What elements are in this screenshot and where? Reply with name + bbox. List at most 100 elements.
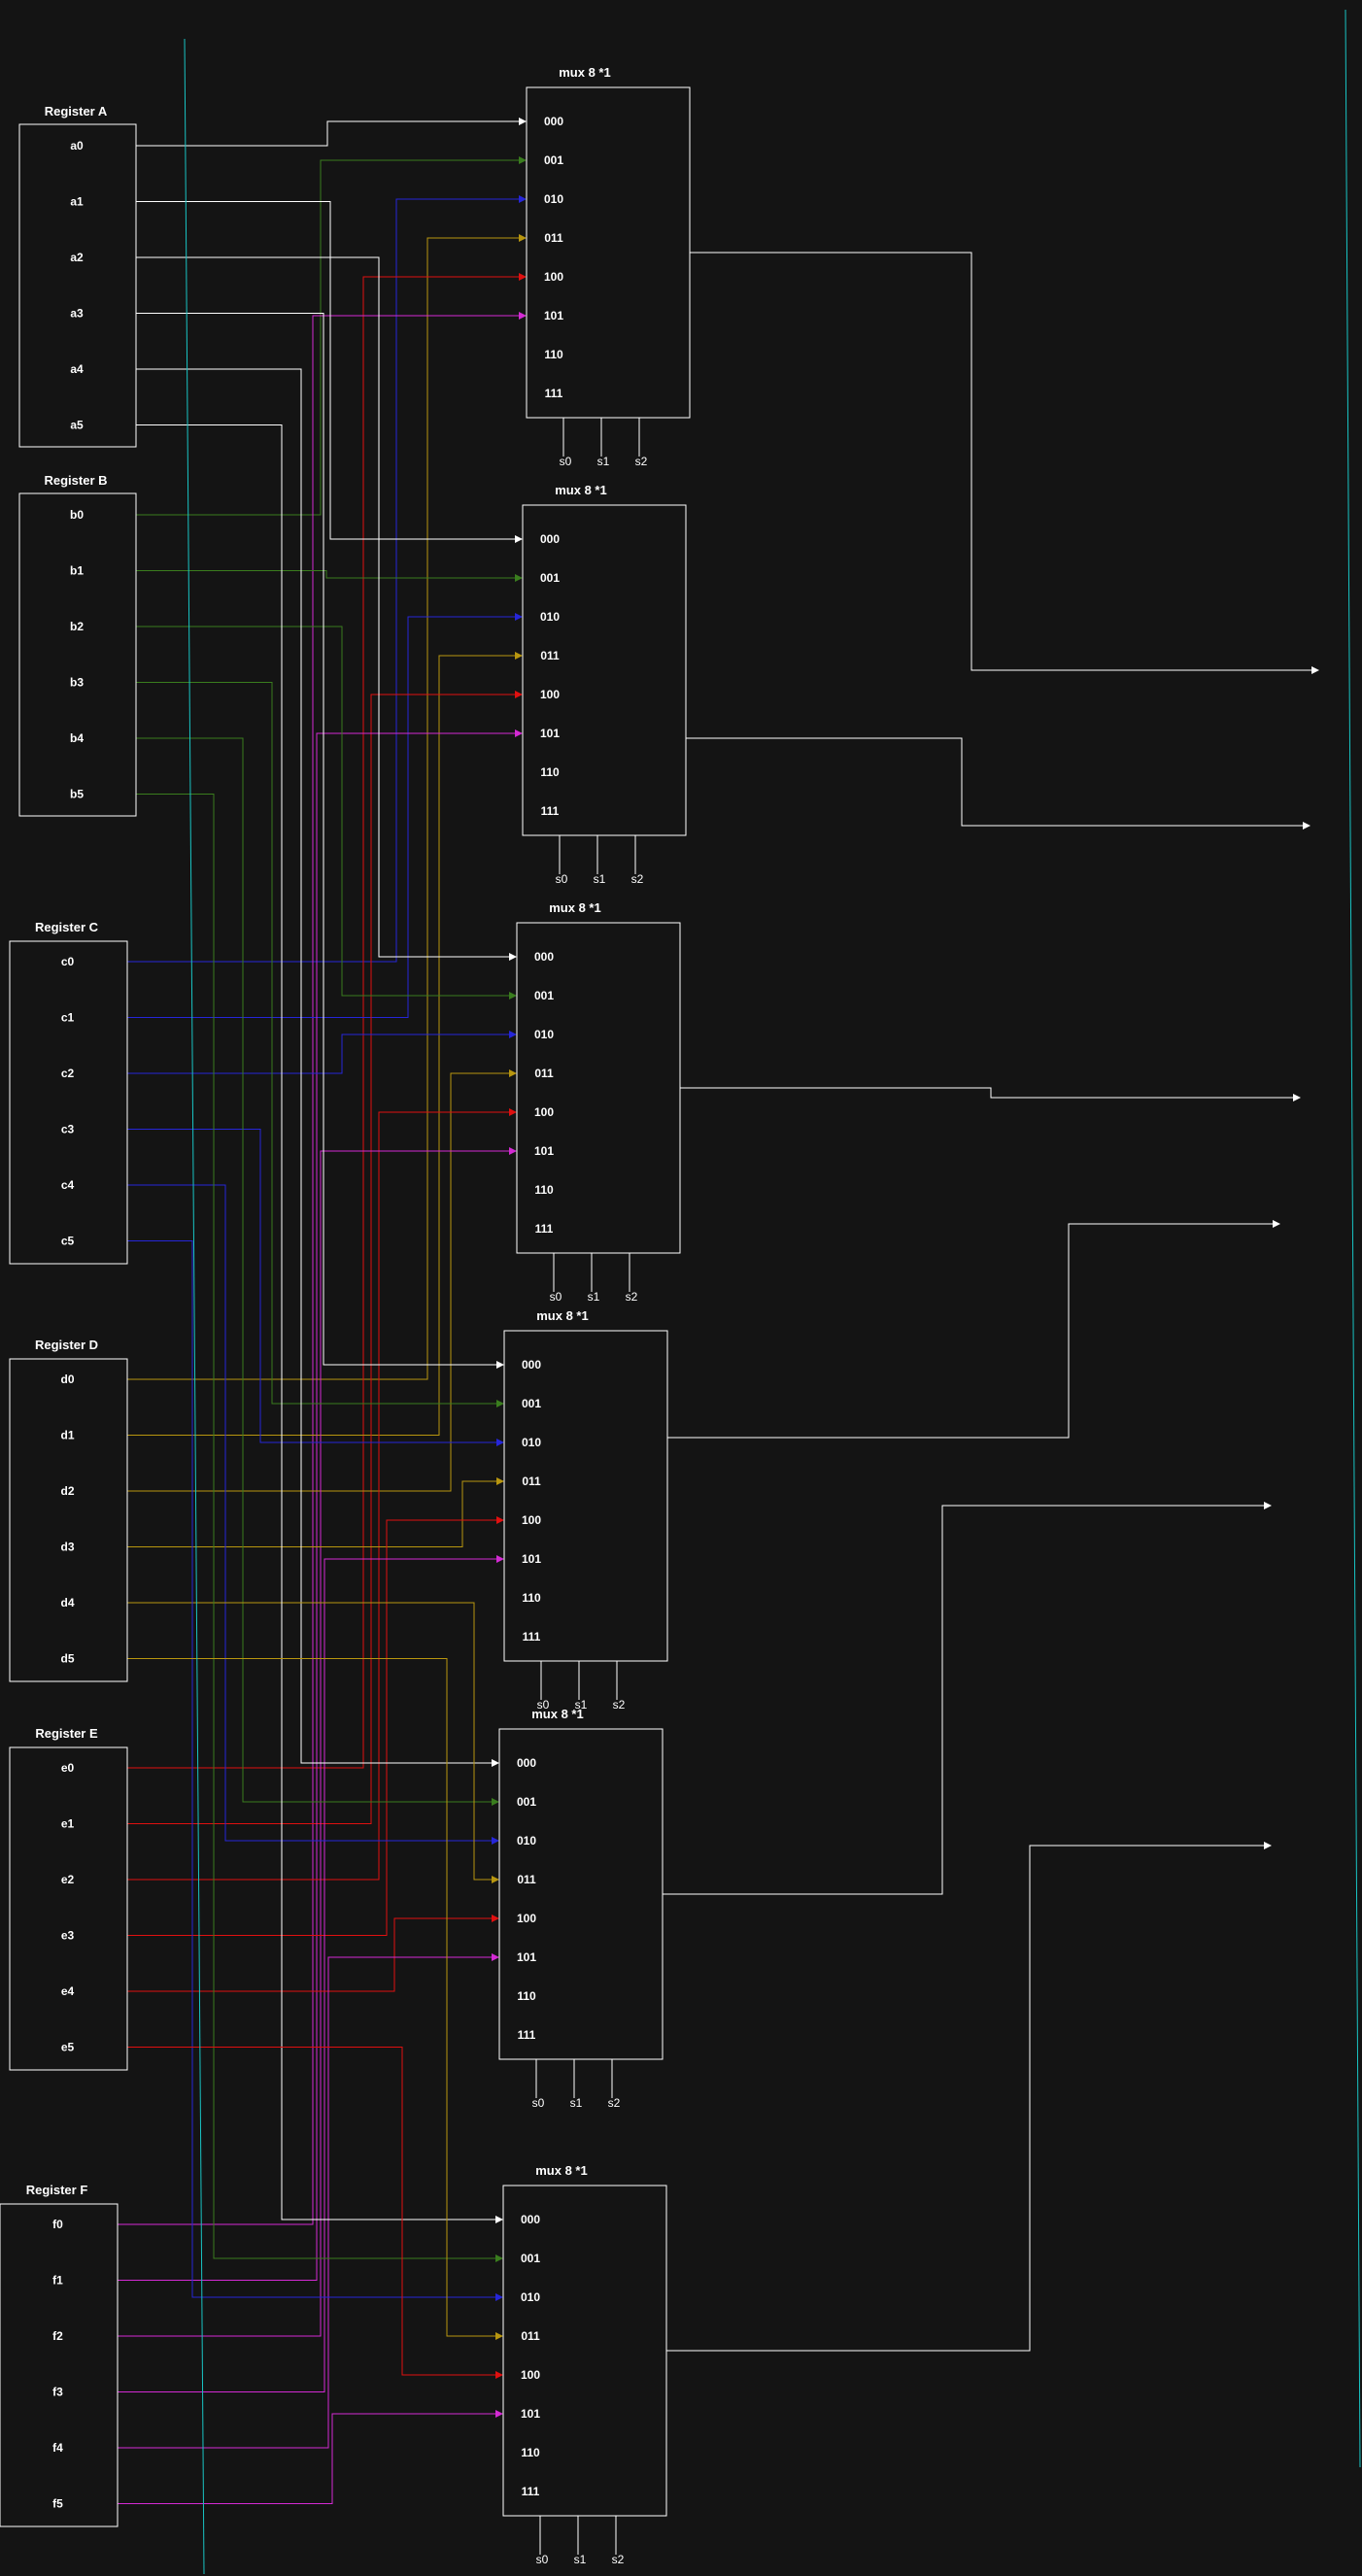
mux-output-wire <box>667 1220 1280 1439</box>
mux-input-label: 011 <box>521 2329 540 2343</box>
mux-box <box>522 504 687 836</box>
mux-input-label: 011 <box>517 1873 536 1886</box>
mux-box <box>516 922 681 1254</box>
mux-input-label: 111 <box>535 1222 554 1236</box>
register-cell-label: f1 <box>52 2274 63 2288</box>
register-cell-label: d4 <box>60 1596 74 1610</box>
mux-input-label: 011 <box>522 1474 541 1488</box>
mux-box <box>502 2185 667 2517</box>
register-cell-label: a5 <box>70 419 84 432</box>
input-wire <box>127 195 527 963</box>
mux-input-label: 000 <box>534 950 554 964</box>
register-cell-label: e4 <box>61 1984 75 1998</box>
mux-input-label: 011 <box>534 1067 554 1080</box>
input-wire <box>118 1953 499 2449</box>
select-label: s1 <box>570 2096 583 2110</box>
register-cell-label: a4 <box>70 362 84 376</box>
select-label: s0 <box>560 455 572 468</box>
register-title: Register B <box>44 473 107 488</box>
mux-input-label: 001 <box>517 1795 536 1809</box>
register-cell-label: d2 <box>60 1484 74 1498</box>
input-wire <box>127 1108 517 1881</box>
mux-input-label: 011 <box>544 231 563 245</box>
input-wire <box>127 1184 499 1845</box>
mux-input-label: 100 <box>522 1513 541 1527</box>
register-cell-label: e5 <box>61 2041 75 2054</box>
select-label: s1 <box>594 872 606 886</box>
mux-title: mux 8 *1 <box>555 483 606 497</box>
register-cell-label: b5 <box>70 788 84 801</box>
register-cell-label: e1 <box>61 1817 75 1831</box>
select-label: s2 <box>626 1290 638 1304</box>
mux-input-label: 111 <box>545 387 563 400</box>
input-wire <box>136 201 523 543</box>
select-label: s0 <box>536 2553 549 2566</box>
mux-title: mux 8 *1 <box>535 2163 587 2178</box>
mux-input-label: 101 <box>540 727 560 740</box>
input-wire <box>136 156 527 516</box>
mux-title: mux 8 *1 <box>549 900 600 915</box>
register-cell-label: a2 <box>70 251 84 264</box>
register-title: Register C <box>35 920 99 934</box>
mux-box <box>503 1330 668 1662</box>
select-label: s1 <box>574 2553 587 2566</box>
register-cell-label: a0 <box>70 139 84 153</box>
mux-title: mux 8 *1 <box>531 1707 583 1721</box>
mux-input-label: 000 <box>544 115 563 128</box>
mux-input-label: 101 <box>521 2407 540 2421</box>
register-cell-label: b2 <box>70 620 84 633</box>
register-box <box>0 2203 119 2527</box>
register-cell-label: f0 <box>52 2218 63 2231</box>
guide-line <box>184 38 205 2575</box>
mux-output-wire <box>690 252 1319 674</box>
input-wire <box>127 1069 517 1492</box>
register-cell-label: a1 <box>70 195 84 209</box>
mux-input-label: 010 <box>540 610 560 624</box>
mux-input-label: 001 <box>521 2252 540 2265</box>
mux-input-label: 101 <box>544 309 563 322</box>
input-wire <box>136 570 523 582</box>
input-wire <box>136 424 503 2223</box>
mux-input-label: 111 <box>541 804 560 818</box>
register-box <box>9 1746 128 2071</box>
register-box <box>18 123 137 448</box>
register-cell-label: e0 <box>61 1761 75 1775</box>
select-label: s0 <box>556 872 568 886</box>
register-cell-label: e2 <box>61 1873 75 1886</box>
register-cell-label: d1 <box>60 1429 74 1442</box>
input-wire <box>127 1658 503 2340</box>
mux-input-label: 010 <box>521 2290 540 2304</box>
register-cell-label: d0 <box>60 1373 74 1386</box>
select-label: s2 <box>613 1698 626 1712</box>
select-label: s2 <box>612 2553 625 2566</box>
select-label: s2 <box>635 455 648 468</box>
mux-input-label: 100 <box>517 1912 536 1925</box>
mux-input-label: 101 <box>522 1552 541 1566</box>
mux-box <box>498 1728 664 2060</box>
register-cell-label: f2 <box>52 2329 63 2343</box>
mux-input-label: 000 <box>540 532 560 546</box>
input-wire <box>127 1240 503 2301</box>
mux-input-label: 110 <box>517 1989 536 2003</box>
register-cell-label: c5 <box>61 1235 75 1248</box>
input-wire <box>127 691 523 1824</box>
mux-input-label: 110 <box>534 1183 554 1197</box>
register-cell-label: b1 <box>70 564 84 578</box>
input-wire <box>136 682 504 1407</box>
register-box <box>9 1358 128 1682</box>
mux-input-label: 000 <box>517 1756 536 1770</box>
input-wire <box>118 1555 504 2392</box>
input-wire <box>127 613 523 1018</box>
register-cell-label: a3 <box>70 307 84 321</box>
mux-input-label: 101 <box>517 1950 536 1964</box>
input-wire <box>127 234 527 1380</box>
input-wire <box>127 1031 517 1074</box>
select-label: s1 <box>588 1290 600 1304</box>
